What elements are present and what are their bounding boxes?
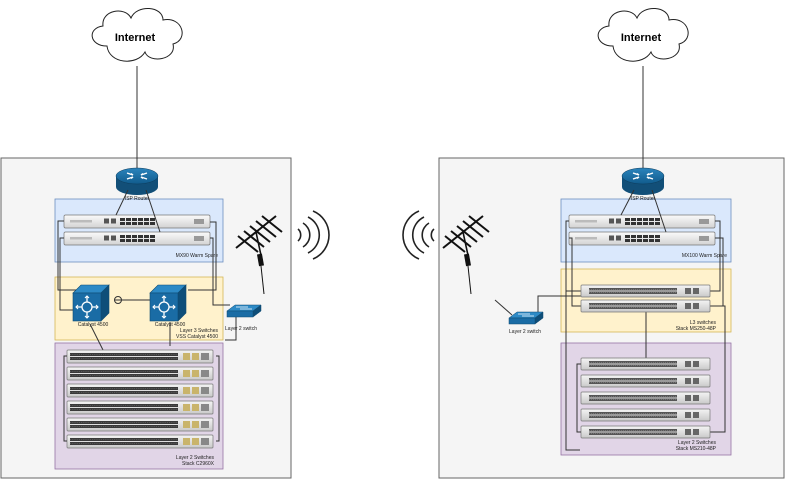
- router-icon: [115, 167, 159, 196]
- rack-switch-icon: [580, 391, 711, 405]
- mx-zone: [54, 198, 224, 263]
- core-zone-label-2: VSS Catalyst 4500: [176, 334, 218, 340]
- firewall-appliance-icon: [63, 231, 211, 246]
- layer2-switch-label: Layer 2 switch: [509, 329, 541, 335]
- rack-switch-icon: [580, 299, 711, 313]
- rack-switch-icon: [580, 374, 711, 388]
- core-zone-label-1: L3 switches: [690, 320, 717, 326]
- access-zone-label-2: Stack C2960X: [182, 461, 215, 467]
- rack-switch-icon: [66, 434, 214, 449]
- core-right-label: Catalyst 4500: [155, 322, 186, 328]
- rack-switch-icon: [66, 383, 214, 398]
- internet-label: Internet: [115, 32, 156, 44]
- core-zone-label-2: Stack MS250-48P: [676, 326, 717, 332]
- layer3-switch-icon: [72, 284, 110, 322]
- rack-switch-icon: [66, 417, 214, 432]
- rack-switch-icon: [66, 366, 214, 381]
- isp-router-label: ISP Router: [125, 196, 150, 202]
- rack-switch-icon: [580, 284, 711, 298]
- mx-zone: [560, 198, 732, 263]
- firewall-appliance-icon: [63, 214, 211, 229]
- core-left-label: Catalyst 4500: [78, 322, 109, 328]
- rack-switch-icon: [66, 400, 214, 415]
- firewall-appliance-icon: [568, 231, 716, 246]
- access-zone-label-2: Stack MS210-48P: [676, 446, 717, 452]
- site-b: Internet ISP Router MX100 Warm Spare L3 …: [402, 7, 785, 479]
- mx-zone-label: MX100 Warm Spare: [682, 253, 727, 259]
- access-zone-label-1: Layer 2 Switches: [678, 440, 717, 446]
- router-icon: [621, 167, 665, 196]
- site-a: Internet ISP Router MX90 Warm Spare Cata…: [0, 7, 330, 479]
- wireless-signal-icon: [402, 210, 435, 260]
- rack-switch-icon: [580, 357, 711, 371]
- isp-router-label: ISP Router: [631, 196, 656, 202]
- firewall-appliance-icon: [568, 214, 716, 229]
- rack-switch-icon: [580, 408, 711, 422]
- wireless-signal-icon: [297, 210, 330, 260]
- mx-zone-label: MX90 Warm Spare: [176, 253, 219, 259]
- layer2-switch-label: Layer 2 switch: [225, 326, 257, 332]
- access-zone-label-1: Layer 2 Switches: [176, 455, 215, 461]
- internet-label: Internet: [621, 32, 662, 44]
- core-zone-label-1: Layer 3 Switches: [180, 328, 219, 334]
- rack-switch-icon: [580, 425, 711, 439]
- layer3-switch-icon: [149, 284, 187, 322]
- rack-switch-icon: [66, 349, 214, 364]
